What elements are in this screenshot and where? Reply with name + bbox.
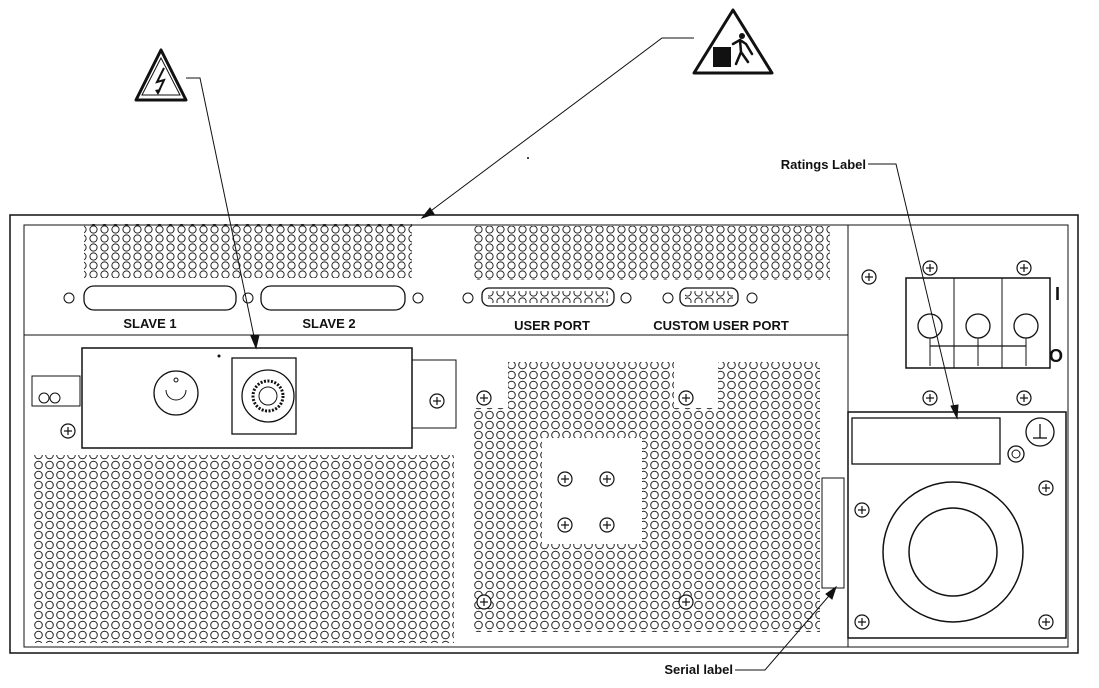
- heavy-object-lifting-warning-icon: [692, 8, 774, 75]
- screw-icon: [599, 471, 615, 487]
- screw-icon: [678, 594, 694, 610]
- switch-on-symbol: I: [1055, 284, 1060, 304]
- screw-icon: [1038, 614, 1054, 630]
- screw-icon: [1016, 390, 1032, 406]
- power-switch[interactable]: [905, 277, 1051, 369]
- screw-icon: [854, 614, 870, 630]
- slave1-port[interactable]: [63, 285, 254, 311]
- screw-icon: [60, 423, 76, 439]
- screw-icon: [922, 390, 938, 406]
- slave1-label: SLAVE 1: [123, 316, 176, 331]
- vent-grille-top-left: [84, 224, 412, 278]
- custom-user-port-label: CUSTOM USER PORT: [653, 318, 789, 333]
- slave2-label: SLAVE 2: [302, 316, 355, 331]
- serial-label-callout: Serial label: [664, 662, 733, 677]
- vent-grille-center: [472, 362, 845, 632]
- screw-icon: [476, 594, 492, 610]
- connector-bracket: [31, 347, 457, 449]
- screw-icon: [1016, 260, 1032, 276]
- vent-grille-top-center: [474, 226, 830, 280]
- electrical-hazard-warning-icon: [134, 48, 188, 102]
- custom-user-port[interactable]: [662, 287, 758, 307]
- leader-lines: [186, 37, 959, 671]
- ground-symbol-icon: [1025, 417, 1055, 447]
- screw-icon: [678, 390, 694, 406]
- switch-off-symbol: O: [1049, 346, 1063, 366]
- screw-icon: [557, 517, 573, 533]
- input-panel: [847, 411, 1067, 639]
- screw-icon: [599, 517, 615, 533]
- slave2-port[interactable]: [260, 285, 424, 311]
- vent-grille-bottom-left: [34, 455, 454, 643]
- screw-icon: [476, 390, 492, 406]
- screw-icon: [922, 260, 938, 276]
- screw-icon: [557, 471, 573, 487]
- screw-icon: [429, 393, 445, 409]
- screw-icon: [854, 502, 870, 518]
- user-port-label: USER PORT: [514, 318, 590, 333]
- user-port[interactable]: [462, 287, 632, 307]
- screw-icon: [861, 269, 877, 285]
- screw-icon: [1038, 480, 1054, 496]
- ratings-label-callout: Ratings Label: [781, 157, 866, 172]
